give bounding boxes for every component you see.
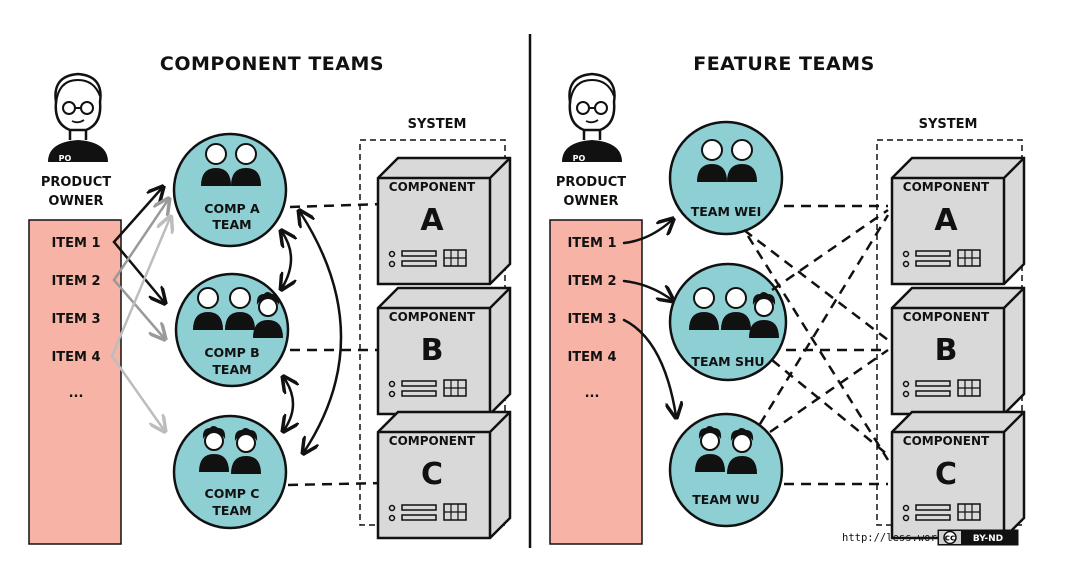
component-teams-title: COMPONENT TEAMS <box>160 53 384 75</box>
team-coordination-arrows <box>282 212 343 452</box>
item-to-team-arrows <box>622 220 676 416</box>
component-box-b: COMPONENT B <box>376 286 512 416</box>
feature-teams-panel: FEATURE TEAMS PO PRODUCT OWNER ITEM 1 IT… <box>549 53 1026 545</box>
product-owner-figure-icon <box>560 72 624 164</box>
cc-license-badge: cc BY-ND <box>937 529 1019 546</box>
team-component-links <box>287 202 385 487</box>
component-label: COMPONENT <box>389 310 476 324</box>
team-label: TEAM <box>212 217 251 232</box>
license-text: BY-ND <box>973 534 1003 544</box>
backlog-item: ITEM 2 <box>51 274 100 289</box>
component-box-c: COMPONENT C <box>376 410 512 540</box>
product-owner-figure-icon <box>46 72 110 164</box>
product-owner-label-line1: PRODUCT <box>556 175 626 190</box>
product-owner-label-line2: OWNER <box>48 194 103 209</box>
component-letter: B <box>421 333 444 368</box>
team-label: COMP B <box>204 345 259 360</box>
component-label: COMPONENT <box>903 180 990 194</box>
team-label: TEAM WU <box>692 492 759 507</box>
backlog-item: ... <box>585 386 600 401</box>
item-to-team-arrows <box>110 188 170 430</box>
backlog-item: ITEM 1 <box>51 236 100 251</box>
product-backlog <box>28 219 122 545</box>
team-label: TEAM SHU <box>691 354 764 369</box>
component-label: COMPONENT <box>903 310 990 324</box>
backlog-item: ITEM 2 <box>567 274 616 289</box>
feature-teams-title: FEATURE TEAMS <box>693 53 875 75</box>
component-box-a: COMPONENT A <box>376 156 512 286</box>
product-owner-badge: PO <box>573 154 586 163</box>
cc-mark: cc <box>945 534 956 544</box>
footer: http://less.works cc BY-ND <box>842 529 1019 546</box>
system-label: SYSTEM <box>408 117 467 132</box>
team-circle-comp-a: COMP A TEAM <box>172 132 288 248</box>
team-label: TEAM WEI <box>691 204 762 219</box>
component-letter: C <box>935 457 957 492</box>
component-label: COMPONENT <box>389 180 476 194</box>
team-label: COMP A <box>204 201 260 216</box>
product-owner-label-line1: PRODUCT <box>41 175 111 190</box>
creative-commons-icon <box>943 530 957 545</box>
backlog-item: ... <box>69 386 84 401</box>
team-circle-wu: TEAM WU <box>668 412 784 528</box>
product-owner-label-line2: OWNER <box>563 194 618 209</box>
component-box-b: COMPONENT B <box>890 286 1026 416</box>
component-teams-panel: COMPONENT TEAMS PO PRODUCT OWNER ITEM 1 … <box>28 53 512 545</box>
component-label: COMPONENT <box>389 434 476 448</box>
backlog-item: ITEM 1 <box>567 236 616 251</box>
team-circle-wei: TEAM WEI <box>668 120 784 236</box>
team-circle-comp-c: COMP C TEAM <box>172 414 288 530</box>
component-box-a: COMPONENT A <box>890 156 1026 286</box>
component-label: COMPONENT <box>903 434 990 448</box>
backlog-item: ITEM 4 <box>567 350 616 365</box>
system-label: SYSTEM <box>919 117 978 132</box>
team-circle-comp-b: COMP B TEAM <box>174 272 290 388</box>
team-label: TEAM <box>212 362 251 377</box>
product-backlog <box>549 219 643 545</box>
component-box-c: COMPONENT C <box>890 410 1026 540</box>
component-letter: B <box>935 333 958 368</box>
component-letter: A <box>934 203 958 238</box>
component-letter: C <box>421 457 443 492</box>
component-letter: A <box>420 203 444 238</box>
footer-url-link[interactable]: http://less.works <box>842 532 949 544</box>
team-component-links <box>743 204 890 486</box>
backlog-item: ITEM 4 <box>51 350 100 365</box>
backlog-item: ITEM 3 <box>51 312 100 327</box>
backlog-item: ITEM 3 <box>567 312 616 327</box>
product-owner-badge: PO <box>59 154 72 163</box>
team-circle-shu: TEAM SHU <box>668 262 788 382</box>
team-label: TEAM <box>212 503 251 518</box>
team-label: COMP C <box>205 486 260 501</box>
